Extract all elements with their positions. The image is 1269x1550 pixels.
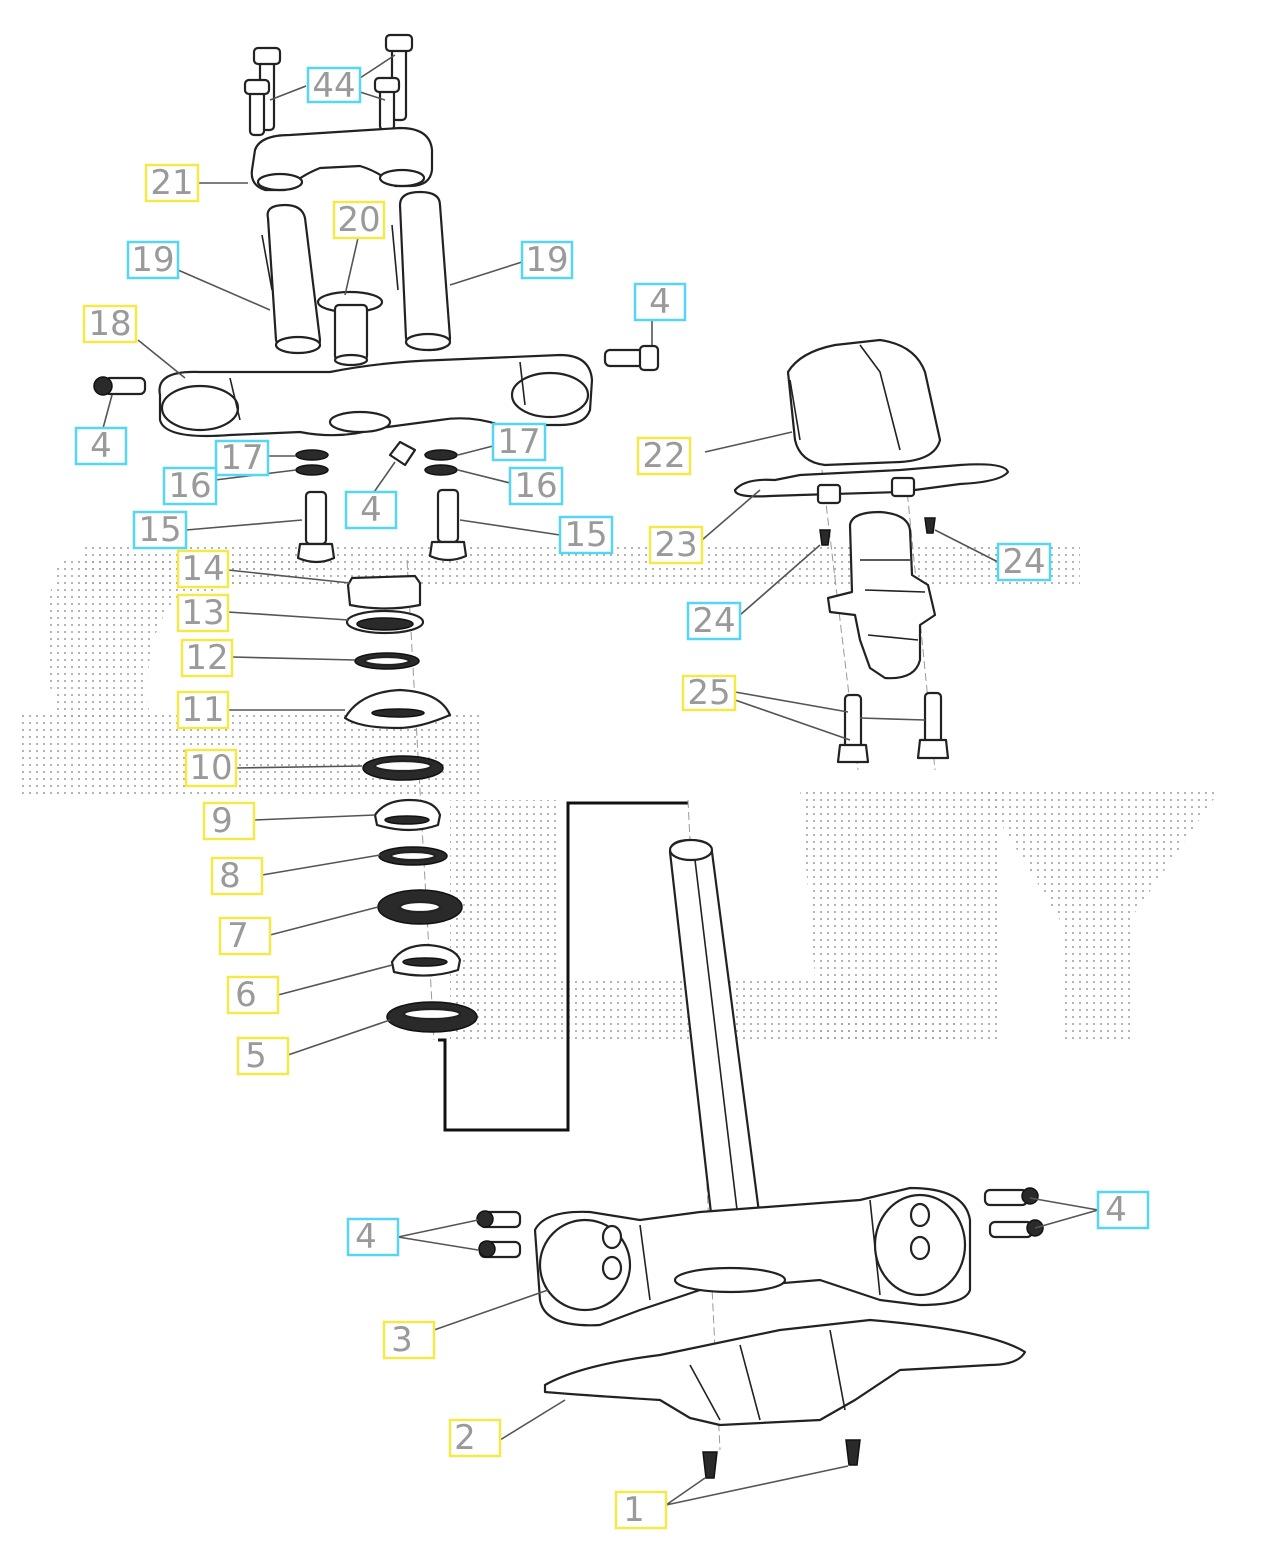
callout-10: 10 xyxy=(184,748,238,788)
svg-text:18: 18 xyxy=(88,304,131,344)
handlebar-clamp-bolts xyxy=(243,33,414,137)
headset-stack xyxy=(343,574,478,1033)
callout-15-right: 15 xyxy=(558,515,614,555)
svg-text:4: 4 xyxy=(360,490,382,530)
svg-text:21: 21 xyxy=(150,163,193,203)
bolts-15 xyxy=(296,488,468,564)
svg-text:4: 4 xyxy=(90,426,112,466)
callout-19-right: 19 xyxy=(520,240,574,280)
callout-16-right: 16 xyxy=(508,466,564,506)
svg-text:5: 5 xyxy=(245,1036,267,1076)
svg-text:23: 23 xyxy=(654,525,697,565)
callout-17-right: 17 xyxy=(491,422,547,462)
callout-14: 14 xyxy=(176,549,230,589)
svg-text:13: 13 xyxy=(181,593,224,633)
svg-text:7: 7 xyxy=(227,916,249,956)
callout-3: 3 xyxy=(382,1320,436,1360)
svg-text:16: 16 xyxy=(514,466,557,506)
svg-text:24: 24 xyxy=(1002,542,1045,582)
callout-44: 44 xyxy=(306,66,362,106)
callout-20: 20 xyxy=(332,200,386,240)
svg-text:15: 15 xyxy=(138,510,181,550)
callout-5: 5 xyxy=(236,1036,290,1076)
callout-25: 25 xyxy=(681,673,737,713)
svg-text:44: 44 xyxy=(312,66,355,106)
svg-text:2: 2 xyxy=(454,1418,476,1458)
connector-bracket xyxy=(438,801,688,1132)
callout-13: 13 xyxy=(176,593,230,633)
callout-2: 2 xyxy=(448,1418,502,1458)
svg-text:10: 10 xyxy=(189,748,232,788)
svg-text:9: 9 xyxy=(211,801,233,841)
cover-plate-screws xyxy=(702,1439,861,1479)
svg-text:20: 20 xyxy=(337,200,380,240)
callout-12: 12 xyxy=(180,638,234,678)
callouts: 44 21 20 19 19 18 4 4 17 17 16 16 4 15 1… xyxy=(74,66,1150,1530)
callout-11: 11 xyxy=(176,690,230,730)
instrument-cover xyxy=(733,338,1010,505)
svg-text:25: 25 xyxy=(687,673,730,713)
callout-17-left: 17 xyxy=(214,438,270,478)
callout-18: 18 xyxy=(82,304,138,344)
svg-text:24: 24 xyxy=(692,601,735,641)
callout-24-left: 24 xyxy=(686,601,742,641)
svg-text:12: 12 xyxy=(185,638,228,678)
svg-text:8: 8 xyxy=(219,856,241,896)
cover-mount-bracket xyxy=(826,510,937,680)
callout-22: 22 xyxy=(636,436,692,476)
svg-text:15: 15 xyxy=(564,515,607,555)
svg-text:19: 19 xyxy=(525,240,568,280)
callout-4-center: 4 xyxy=(344,490,398,530)
callout-15-left: 15 xyxy=(132,510,188,550)
upper-triple-clamp xyxy=(158,353,594,438)
callout-4-lower-right: 4 xyxy=(1096,1190,1150,1230)
svg-text:4: 4 xyxy=(355,1217,377,1257)
steering-stem xyxy=(668,838,762,1224)
cover-bolts-25 xyxy=(836,691,950,764)
washers xyxy=(295,449,458,476)
callout-8: 8 xyxy=(210,856,264,896)
callout-7: 7 xyxy=(218,916,272,956)
svg-text:1: 1 xyxy=(623,1490,645,1530)
callout-23: 23 xyxy=(648,525,704,565)
svg-text:6: 6 xyxy=(235,975,257,1015)
svg-text:22: 22 xyxy=(642,436,685,476)
svg-text:17: 17 xyxy=(497,422,540,462)
steering-stem-nut xyxy=(316,290,384,367)
svg-text:16: 16 xyxy=(168,466,211,506)
svg-text:11: 11 xyxy=(181,690,224,730)
handlebar-risers xyxy=(261,190,452,355)
svg-text:17: 17 xyxy=(220,438,263,478)
callout-1: 1 xyxy=(614,1490,668,1530)
callout-9: 9 xyxy=(202,801,256,841)
watermark xyxy=(20,545,1220,1040)
leader-lines xyxy=(101,54,1099,1506)
callout-19-left: 19 xyxy=(126,240,180,280)
cover-screws xyxy=(819,517,936,546)
callout-24-right: 24 xyxy=(996,542,1052,582)
callout-4-lower-left: 4 xyxy=(346,1217,400,1257)
callout-21: 21 xyxy=(144,163,200,203)
lower-cover-plate xyxy=(543,1318,1027,1427)
lower-triple-clamp xyxy=(533,1186,972,1327)
clamp-bolts-side xyxy=(93,344,660,467)
svg-text:3: 3 xyxy=(391,1320,413,1360)
svg-text:4: 4 xyxy=(649,282,671,322)
callout-4-top-right: 4 xyxy=(633,282,687,322)
callout-6: 6 xyxy=(226,975,280,1015)
svg-text:19: 19 xyxy=(131,240,174,280)
callout-4-left: 4 xyxy=(74,426,128,466)
lower-clamp-bolts xyxy=(476,1187,1044,1259)
svg-text:4: 4 xyxy=(1105,1190,1127,1230)
callout-16-left: 16 xyxy=(162,466,218,506)
svg-text:14: 14 xyxy=(181,549,224,589)
